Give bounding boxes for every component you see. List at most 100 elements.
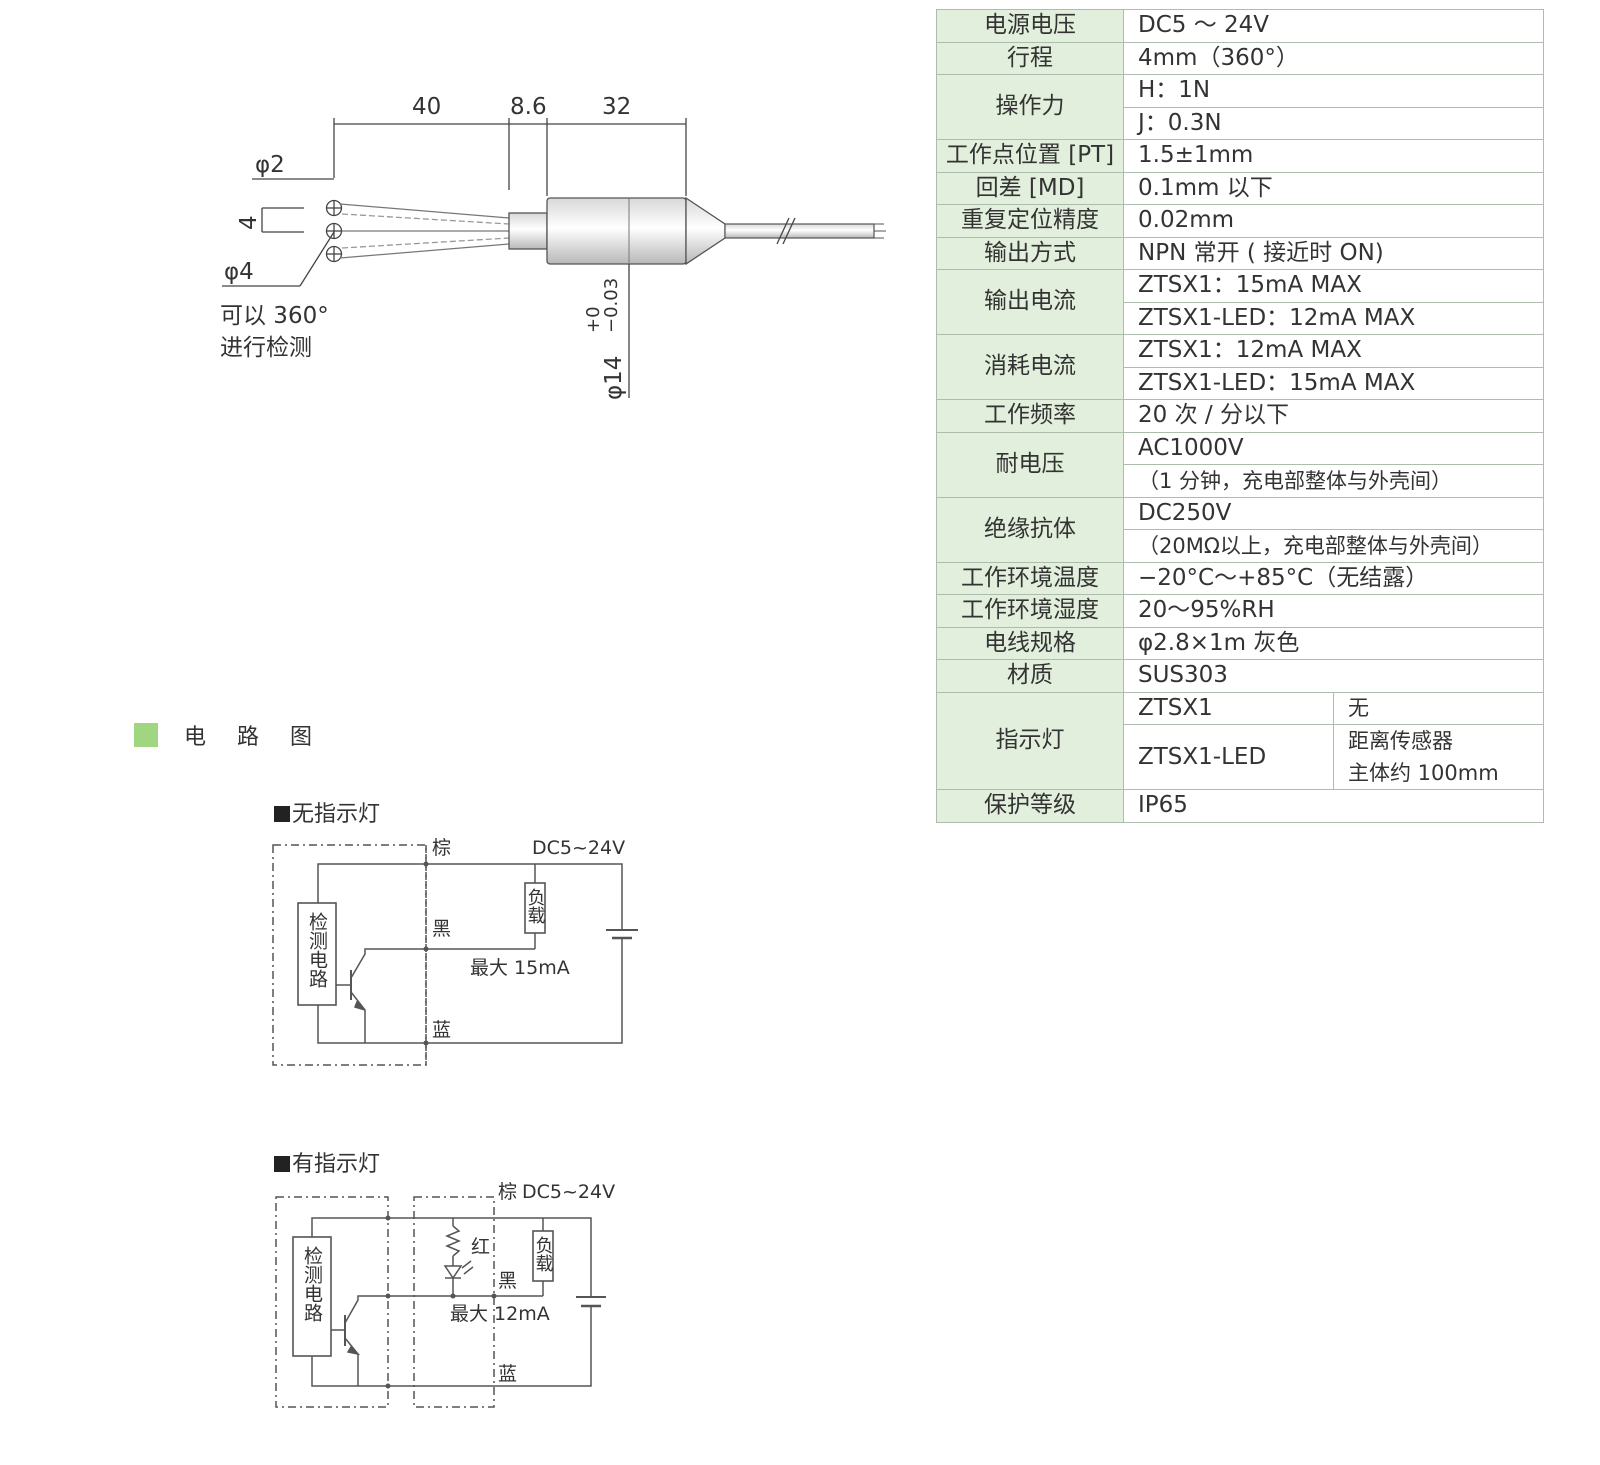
spec-model: ZTSX1-LED [1123, 724, 1334, 790]
spec-note-line: 主体约 100mm [1348, 761, 1499, 785]
spec-value: SUS303 [1123, 659, 1544, 693]
spec-label: 保护等级 [936, 789, 1124, 823]
circuit-diagram-no-led: 棕 DC5~24V 黑 最大 15mA 蓝 负载 检测电路 [272, 837, 638, 1066]
spec-label: 输出电流 [936, 269, 1124, 335]
supply-label: DC5~24V [532, 837, 625, 859]
spec-row: 工作点位置 [PT] 1.5±1mm [936, 139, 1544, 173]
circuit-no-led-title: 无指示灯 [292, 802, 381, 827]
spec-label: 行程 [936, 41, 1124, 75]
tolerance-plus: +0 [583, 306, 604, 333]
spec-value: IP65 [1123, 789, 1544, 823]
spec-row: 回差 [MD] 0.1mm 以下 [936, 171, 1544, 205]
spec-label: 绝缘抗体 [936, 496, 1124, 563]
spec-label: 工作环境湿度 [936, 594, 1124, 628]
spec-value: DC250V [1123, 496, 1544, 530]
spec-label: 回差 [MD] [936, 171, 1124, 205]
square-bullet-icon [274, 806, 290, 822]
max-current-label: 最大 12mA [450, 1303, 550, 1325]
note-line-2: 进行检测 [220, 335, 312, 361]
spec-value: AC1000V [1123, 431, 1544, 465]
load-label: 负载 [533, 1236, 554, 1272]
spec-row: 工作频率 20 次 / 分以下 [936, 399, 1544, 433]
spec-value: φ2.8×1m 灰色 [1123, 626, 1544, 660]
wire-black-label: 黑 [498, 1270, 517, 1292]
tolerance-minus: −0.03 [601, 278, 622, 333]
phi14-label: φ14 [601, 356, 627, 400]
spec-row: 输出方式 NPN 常开 ( 接近时 ON) [936, 236, 1544, 270]
spec-label: 操作力 [936, 74, 1124, 140]
spec-label: 指示灯 [936, 691, 1124, 790]
wire-black-label: 黑 [432, 918, 451, 940]
circuit-no-led-heading: 无指示灯 [274, 796, 380, 828]
spec-value: 0.1mm 以下 [1123, 171, 1544, 205]
spec-value: 20 次 / 分以下 [1123, 399, 1544, 433]
circuit-led-title: 有指示灯 [292, 1152, 381, 1177]
spec-row: 输出电流 ZTSX1：15mA MAX [936, 269, 1544, 335]
wire-blue-label: 蓝 [432, 1019, 451, 1041]
spec-value: NPN 常开 ( 接近时 ON) [1123, 236, 1544, 270]
dim-32: 32 [602, 94, 631, 120]
spec-row: 操作力 H：1N [936, 74, 1544, 140]
spec-row: 指示灯 ZTSX1 无 [936, 691, 1544, 790]
circuit-section-title: 电 路 图 [184, 725, 324, 750]
spec-row: 工作环境温度 −20°C～+85°C（无结露） [936, 561, 1544, 595]
detection-circuit-label: 检测电路 [306, 912, 328, 988]
spec-label: 电线规格 [936, 626, 1124, 660]
spec-value: J：0.3N [1123, 106, 1544, 140]
note-line-1: 可以 360° [220, 303, 329, 329]
dim-4: 4 [236, 215, 262, 230]
max-current-label: 最大 15mA [470, 957, 570, 979]
detection-circuit-label: 检测电路 [301, 1246, 323, 1322]
spec-row: 重复定位精度 0.02mm [936, 204, 1544, 238]
spec-value: ZTSX1：15mA MAX [1123, 269, 1544, 303]
spec-row: （1 分钟，充电部整体与外壳间） [937, 464, 1544, 498]
spec-value: （20MΩ以上，充电部整体与外壳间） [1123, 529, 1544, 563]
spec-label: 工作频率 [936, 399, 1124, 433]
wire-brown-label: 棕 [432, 837, 451, 859]
spec-row: ZTSX1-LED：15mA MAX [937, 366, 1544, 400]
spec-row: ZTSX1-LED 距离传感器 主体约 100mm [937, 724, 1544, 790]
spec-row: J：0.3N [937, 106, 1544, 140]
section-marker [134, 723, 158, 747]
spec-label: 工作点位置 [PT] [936, 139, 1124, 173]
dim-8-6: 8.6 [510, 94, 547, 120]
wire-brown-label: 棕 [498, 1181, 517, 1203]
spec-label: 重复定位精度 [936, 204, 1124, 238]
spec-label: 电源电压 [936, 9, 1124, 43]
spec-label: 工作环境温度 [936, 561, 1124, 595]
spec-row: 电源电压 DC5 ～ 24V [936, 9, 1544, 43]
spec-value: DC5 ～ 24V [1123, 9, 1544, 43]
phi2-label: φ2 [255, 152, 285, 178]
spec-label: 输出方式 [936, 236, 1124, 270]
circuit-led-heading: 有指示灯 [274, 1146, 380, 1178]
spec-value: 1.5±1mm [1123, 139, 1544, 173]
spec-row: ZTSX1-LED：12mA MAX [937, 301, 1544, 335]
square-bullet-icon [274, 1156, 290, 1172]
spec-value: ZTSX1-LED：12mA MAX [1123, 301, 1544, 335]
spec-value: −20°C～+85°C（无结露） [1123, 561, 1544, 595]
spec-row: 耐电压 AC1000V [936, 431, 1544, 498]
spec-row: 电线规格 φ2.8×1m 灰色 [936, 626, 1544, 660]
spec-row: 材质 SUS303 [936, 659, 1544, 693]
spec-table: 电源电压 DC5 ～ 24V 行程 4mm（360°） 操作力 H：1N J：0… [936, 9, 1544, 823]
spec-note: 无 [1333, 691, 1544, 725]
spec-note: 距离传感器 主体约 100mm [1333, 724, 1544, 790]
spec-value: 4mm（360°） [1123, 41, 1544, 75]
spec-value: 0.02mm [1123, 204, 1544, 238]
supply-label: DC5~24V [522, 1181, 615, 1203]
spec-value: H：1N [1123, 74, 1544, 108]
spec-value: （1 分钟，充电部整体与外壳间） [1123, 464, 1544, 498]
spec-model: ZTSX1 [1123, 691, 1334, 725]
wire-blue-label: 蓝 [498, 1363, 517, 1385]
spec-value: ZTSX1-LED：15mA MAX [1123, 366, 1544, 400]
spec-note-line: 距离传感器 [1348, 729, 1453, 753]
load-label: 负载 [525, 888, 546, 924]
sensor-dimension-drawing: 40 8.6 32 φ2 φ4 可以 360° 进行检测 4 φ14 +0 −0… [220, 94, 886, 400]
spec-row: 保护等级 IP65 [936, 789, 1544, 823]
circuit-section-heading: 电 路 图 [134, 719, 324, 751]
spec-label: 耐电压 [936, 431, 1124, 498]
dim-40: 40 [412, 94, 441, 120]
spec-value: ZTSX1：12mA MAX [1123, 334, 1544, 368]
spec-row: 行程 4mm（360°） [936, 41, 1544, 75]
spec-row: 绝缘抗体 DC250V [936, 496, 1544, 563]
